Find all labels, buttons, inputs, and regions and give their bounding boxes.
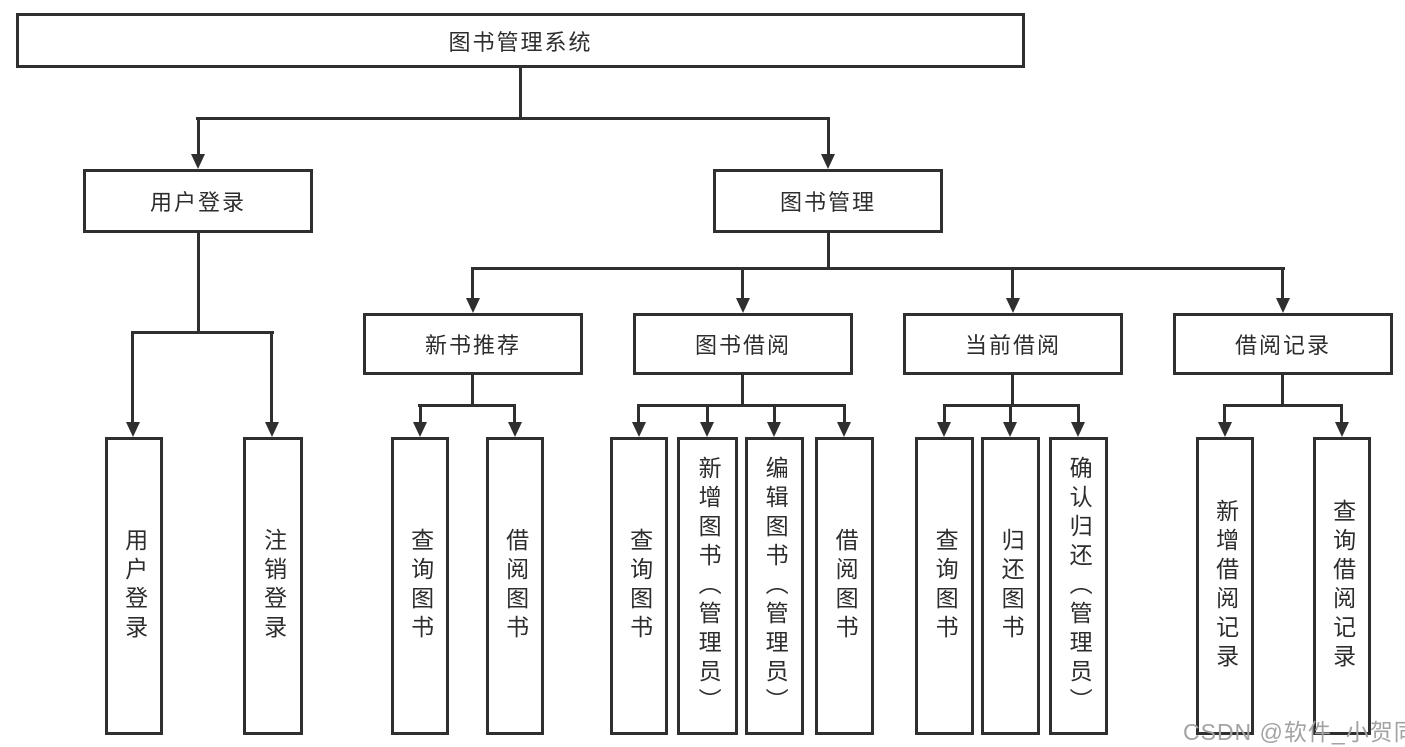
watermark: CSDN @软件_小贺同学 (1183, 719, 1405, 745)
node-leaf-cb-query-book-label: 查询图书 (932, 528, 959, 644)
connector-arrow (413, 422, 427, 437)
connector-line (1340, 404, 1343, 423)
connector-line (471, 267, 474, 300)
node-leaf-br-add-record-label: 新增借阅记录 (1212, 499, 1239, 673)
node-leaf-cb-confirm-return: 确认归还（管理员） (1049, 437, 1108, 735)
connector-line (637, 404, 640, 423)
node-book-borrow: 图书借阅 (633, 313, 853, 375)
node-leaf-bb-borrow-book: 借阅图书 (815, 437, 874, 735)
node-leaf-logout-label: 注销登录 (260, 528, 287, 644)
connector-line (131, 331, 274, 334)
node-leaf-bb-add-book: 新增图书（管理员） (677, 437, 738, 735)
connector-arrow (1003, 422, 1017, 437)
node-leaf-rec-query-book: 查询图书 (391, 437, 449, 735)
connector-arrow (736, 298, 750, 313)
node-new-book-rec: 新书推荐 (363, 313, 583, 375)
node-leaf-bb-borrow-book-label: 借阅图书 (832, 528, 859, 644)
connector-line (741, 267, 744, 300)
connector-line (827, 117, 830, 157)
connector-line (1223, 404, 1226, 423)
node-borrow-records: 借阅记录 (1173, 313, 1393, 375)
node-book-mgmt: 图书管理 (713, 169, 943, 233)
connector-line (1281, 375, 1284, 404)
node-current-borrow: 当前借阅 (903, 313, 1123, 375)
node-leaf-user-login-label: 用户登录 (121, 528, 148, 644)
connector-line (270, 331, 273, 423)
connector-line (1077, 404, 1080, 423)
connector-arrow (508, 422, 522, 437)
connector-arrow (767, 422, 781, 437)
node-user-login: 用户登录 (83, 169, 313, 233)
connector-line (197, 117, 200, 157)
connector-line (471, 375, 474, 404)
connector-arrow (466, 298, 480, 313)
connector-arrow (821, 154, 835, 169)
node-current-borrow-label: 当前借阅 (964, 333, 1061, 358)
connector-line (843, 404, 846, 423)
connector-line (1223, 404, 1343, 407)
node-borrow-records-label: 借阅记录 (1234, 333, 1331, 358)
connector-arrow (126, 422, 140, 437)
node-leaf-user-login: 用户登录 (105, 437, 163, 735)
node-leaf-rec-borrow-book: 借阅图书 (486, 437, 544, 735)
node-leaf-rec-borrow-book-label: 借阅图书 (502, 528, 529, 644)
node-leaf-bb-edit-book: 编辑图书（管理员） (745, 437, 804, 735)
connector-arrow (632, 422, 646, 437)
connector-arrow (1335, 422, 1349, 437)
node-leaf-bb-edit-book-label: 编辑图书（管理员） (762, 455, 789, 717)
node-leaf-cb-confirm-return-label: 确认归还（管理员） (1066, 455, 1093, 717)
node-leaf-bb-query-book: 查询图书 (610, 437, 668, 735)
node-leaf-cb-return-book: 归还图书 (981, 437, 1040, 735)
node-book-borrow-label: 图书借阅 (694, 333, 791, 358)
connector-arrow (937, 422, 951, 437)
connector-arrow (1071, 422, 1085, 437)
connector-arrow (837, 422, 851, 437)
node-user-login-label: 用户登录 (149, 190, 246, 215)
connector-line (1011, 375, 1014, 404)
connector-arrow (1006, 298, 1020, 313)
connector-line (637, 404, 845, 407)
connector-line (519, 68, 522, 117)
connector-line (1009, 404, 1012, 423)
connector-line (197, 233, 200, 331)
connector-arrow (191, 154, 205, 169)
connector-line (1011, 267, 1014, 300)
node-root-label: 图书管理系统 (448, 29, 593, 55)
node-leaf-br-query-record-label: 查询借阅记录 (1329, 499, 1356, 673)
connector-arrow (1218, 422, 1232, 437)
node-leaf-bb-query-book-label: 查询图书 (626, 528, 653, 644)
connector-arrow (700, 422, 714, 437)
node-leaf-br-add-record: 新增借阅记录 (1196, 437, 1254, 735)
connector-line (706, 404, 709, 423)
node-leaf-bb-add-book-label: 新增图书（管理员） (695, 455, 722, 717)
connector-line (196, 117, 830, 120)
connector-line (773, 404, 776, 423)
node-leaf-logout: 注销登录 (243, 437, 303, 735)
connector-line (471, 267, 1285, 270)
node-new-book-rec-label: 新书推荐 (424, 333, 521, 358)
connector-line (131, 331, 134, 423)
node-leaf-br-query-record: 查询借阅记录 (1313, 437, 1371, 735)
connector-line (741, 375, 744, 404)
node-root: 图书管理系统 (16, 13, 1025, 68)
node-book-mgmt-label: 图书管理 (779, 190, 876, 215)
node-leaf-rec-query-book-label: 查询图书 (407, 528, 434, 644)
connector-line (1281, 267, 1284, 300)
connector-line (513, 404, 516, 423)
node-leaf-cb-return-book-label: 归还图书 (998, 528, 1025, 644)
connector-line (827, 233, 830, 267)
connector-line (418, 404, 515, 407)
connector-line (943, 404, 946, 423)
connector-line (419, 404, 422, 423)
connector-arrow (265, 422, 279, 437)
connector-arrow (1276, 298, 1290, 313)
node-leaf-cb-query-book: 查询图书 (915, 437, 974, 735)
